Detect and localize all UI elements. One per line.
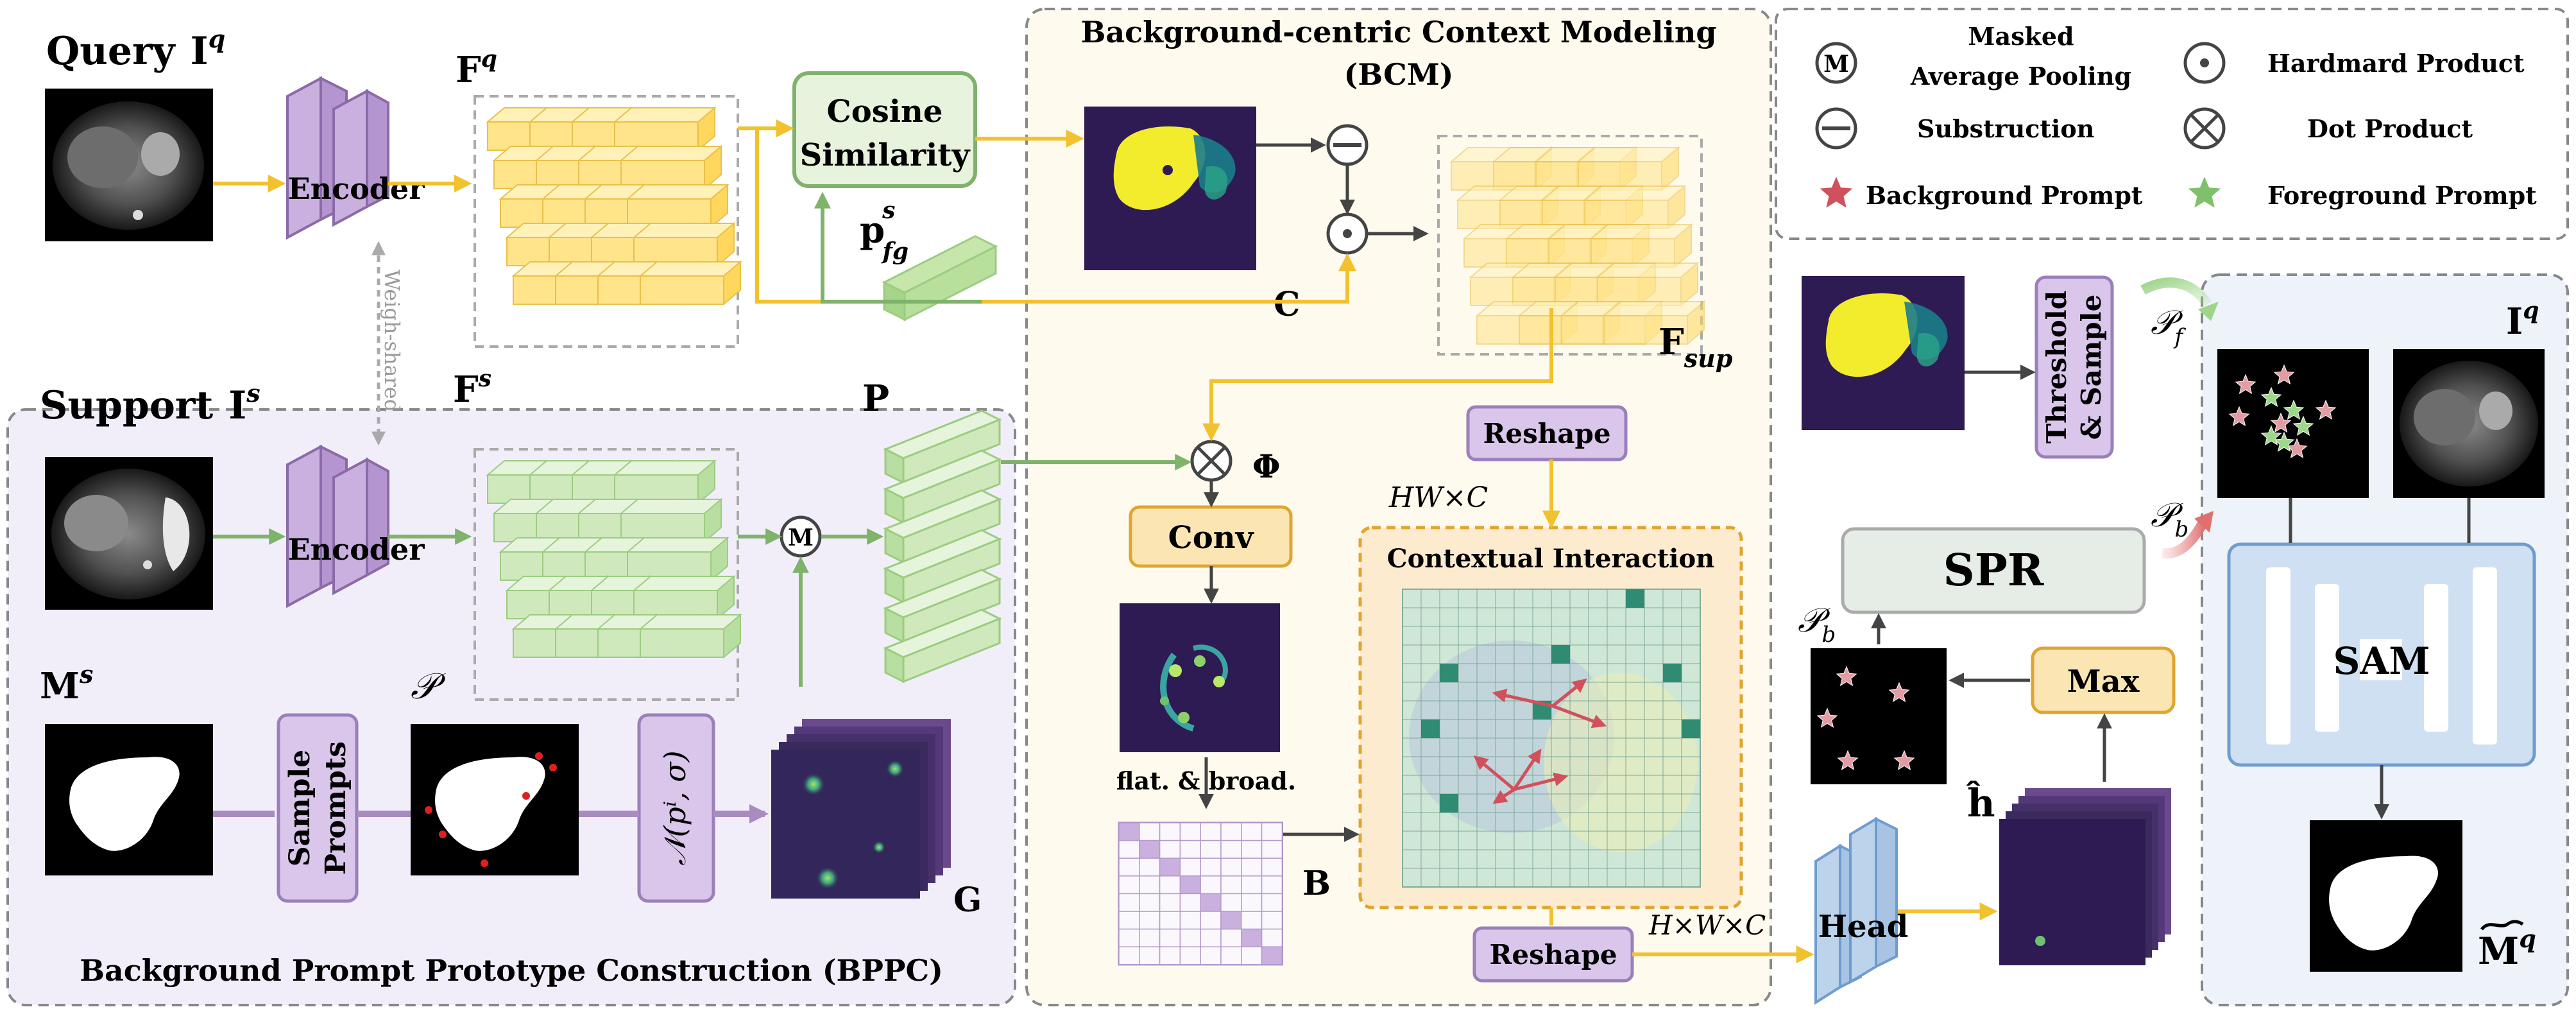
mq-output-label: Mq bbox=[2478, 924, 2536, 973]
fsup-feature-cube bbox=[1437, 135, 1706, 356]
sam-label: SAM bbox=[2333, 639, 2430, 683]
sam-module bbox=[2227, 542, 2536, 767]
c-label: C bbox=[1274, 285, 1300, 324]
weigh-shared-label: Weigh-shared bbox=[380, 270, 404, 412]
ms-label: Ms bbox=[40, 660, 93, 707]
query-encoder: Encoder bbox=[286, 76, 425, 240]
dot-product-operator bbox=[1190, 440, 1233, 482]
conv-output-map bbox=[1120, 603, 1280, 752]
prompt-points-image bbox=[411, 724, 579, 875]
head-label: Head bbox=[1818, 909, 1909, 945]
max-box bbox=[2031, 646, 2176, 714]
fq-label: Fq bbox=[456, 46, 497, 91]
threshold-line1: Threshold bbox=[2041, 291, 2072, 443]
legend-masked-symbol: M bbox=[1815, 42, 1857, 84]
gaussian-box bbox=[637, 713, 715, 903]
svg-text:M: M bbox=[1823, 51, 1849, 78]
query-map-right bbox=[1802, 276, 1965, 430]
output-mask-image bbox=[2310, 820, 2462, 972]
max-label: Max bbox=[2067, 664, 2140, 700]
sample-prompts-line1: Sample bbox=[284, 750, 316, 866]
cosine-similarity-line2: Similarity bbox=[800, 137, 971, 173]
iq-right-label: Iq bbox=[2506, 297, 2539, 343]
mq-tilde bbox=[2480, 920, 2524, 931]
bppc-region bbox=[6, 408, 1016, 1006]
bcm-abbr: (BCM) bbox=[1344, 57, 1454, 92]
masked-pooling-operator: M bbox=[780, 515, 822, 558]
reshape-bottom-label: Reshape bbox=[1489, 939, 1617, 970]
reshape-top-label: Reshape bbox=[1483, 418, 1610, 449]
pb-right-label: 𝒫b bbox=[2151, 496, 2188, 542]
pb-stars bbox=[1816, 666, 1915, 770]
b-matrix bbox=[1118, 822, 1283, 966]
hhat-heatmap-stack bbox=[1999, 788, 2171, 965]
phi-label: Φ bbox=[1252, 447, 1281, 485]
legend-masked-line1: Masked bbox=[1968, 22, 2074, 51]
hadamard-operator bbox=[1326, 212, 1369, 255]
gaussian-label: 𝒩(pⁱ, σ) bbox=[658, 750, 692, 865]
legend-hadamard-text: Hardmard Product bbox=[2267, 49, 2525, 78]
fq-feature-cube bbox=[473, 95, 742, 348]
contextual-title: Contextual Interaction bbox=[1387, 544, 1714, 574]
pb-small-label: 𝒫b bbox=[1798, 601, 1836, 648]
spr-label: SPR bbox=[1943, 545, 2044, 596]
legend-dot-symbol bbox=[2183, 107, 2226, 150]
legend-region bbox=[1775, 8, 2569, 240]
fs-feature-cube bbox=[473, 448, 742, 701]
head-module bbox=[1814, 816, 1898, 1005]
legend-hadamard-symbol bbox=[2183, 42, 2226, 84]
legend-subtraction-text: Substruction bbox=[1917, 114, 2094, 143]
spr-box bbox=[1841, 527, 2146, 614]
p-prototype-stack bbox=[883, 409, 1002, 684]
legend-bg-prompt-text: Background Prompt bbox=[1866, 181, 2143, 210]
g-heatmap-stack bbox=[771, 719, 951, 899]
fs-label: Fs bbox=[453, 365, 491, 411]
reshape-top-box bbox=[1466, 405, 1628, 461]
sample-prompts-line2: Prompts bbox=[320, 741, 352, 875]
query-mri-image bbox=[45, 89, 213, 241]
query-encoder-label: Encoder bbox=[288, 171, 425, 206]
hw-c-label: HW×C bbox=[1388, 481, 1488, 514]
fsup-label: Fsup bbox=[1659, 321, 1733, 373]
bppc-title: Background Prompt Prototype Construction… bbox=[80, 953, 943, 988]
p-label: P bbox=[862, 377, 889, 420]
g-label: G bbox=[953, 881, 982, 920]
bcm-title: Background-centric Context Modeling bbox=[1080, 15, 1716, 49]
legend-fg-prompt-text: Foreground Prompt bbox=[2267, 181, 2537, 210]
arrows bbox=[213, 119, 2471, 963]
hhat-label: ĥ bbox=[1966, 780, 1995, 826]
legend-masked-line2: Average Pooling bbox=[1910, 62, 2131, 90]
pf-label: 𝒫f bbox=[2151, 304, 2187, 350]
legend-subtraction-symbol bbox=[1815, 107, 1857, 150]
threshold-line2: & Sample bbox=[2076, 295, 2107, 440]
support-mask-image bbox=[45, 724, 213, 875]
b-label: B bbox=[1302, 864, 1331, 903]
cosine-similarity-line1: Cosine bbox=[827, 94, 943, 130]
legend-dot-text: Dot Product bbox=[2307, 114, 2473, 143]
contextual-grid bbox=[1402, 589, 1701, 888]
sample-prompts-box bbox=[277, 713, 359, 903]
cosine-similarity-box bbox=[792, 71, 977, 188]
conv-label: Conv bbox=[1168, 520, 1254, 556]
query-mri-right bbox=[2393, 349, 2545, 498]
similarity-map-c bbox=[1084, 107, 1256, 270]
svg-text:M: M bbox=[788, 524, 814, 551]
prompt-stars-right bbox=[2228, 364, 2337, 458]
threshold-box bbox=[2034, 275, 2114, 459]
subtraction-operator bbox=[1326, 124, 1369, 166]
support-mri-image bbox=[45, 457, 213, 610]
h-w-c-label: H×W×C bbox=[1648, 909, 1766, 941]
legend-star-icons bbox=[1818, 175, 2222, 209]
